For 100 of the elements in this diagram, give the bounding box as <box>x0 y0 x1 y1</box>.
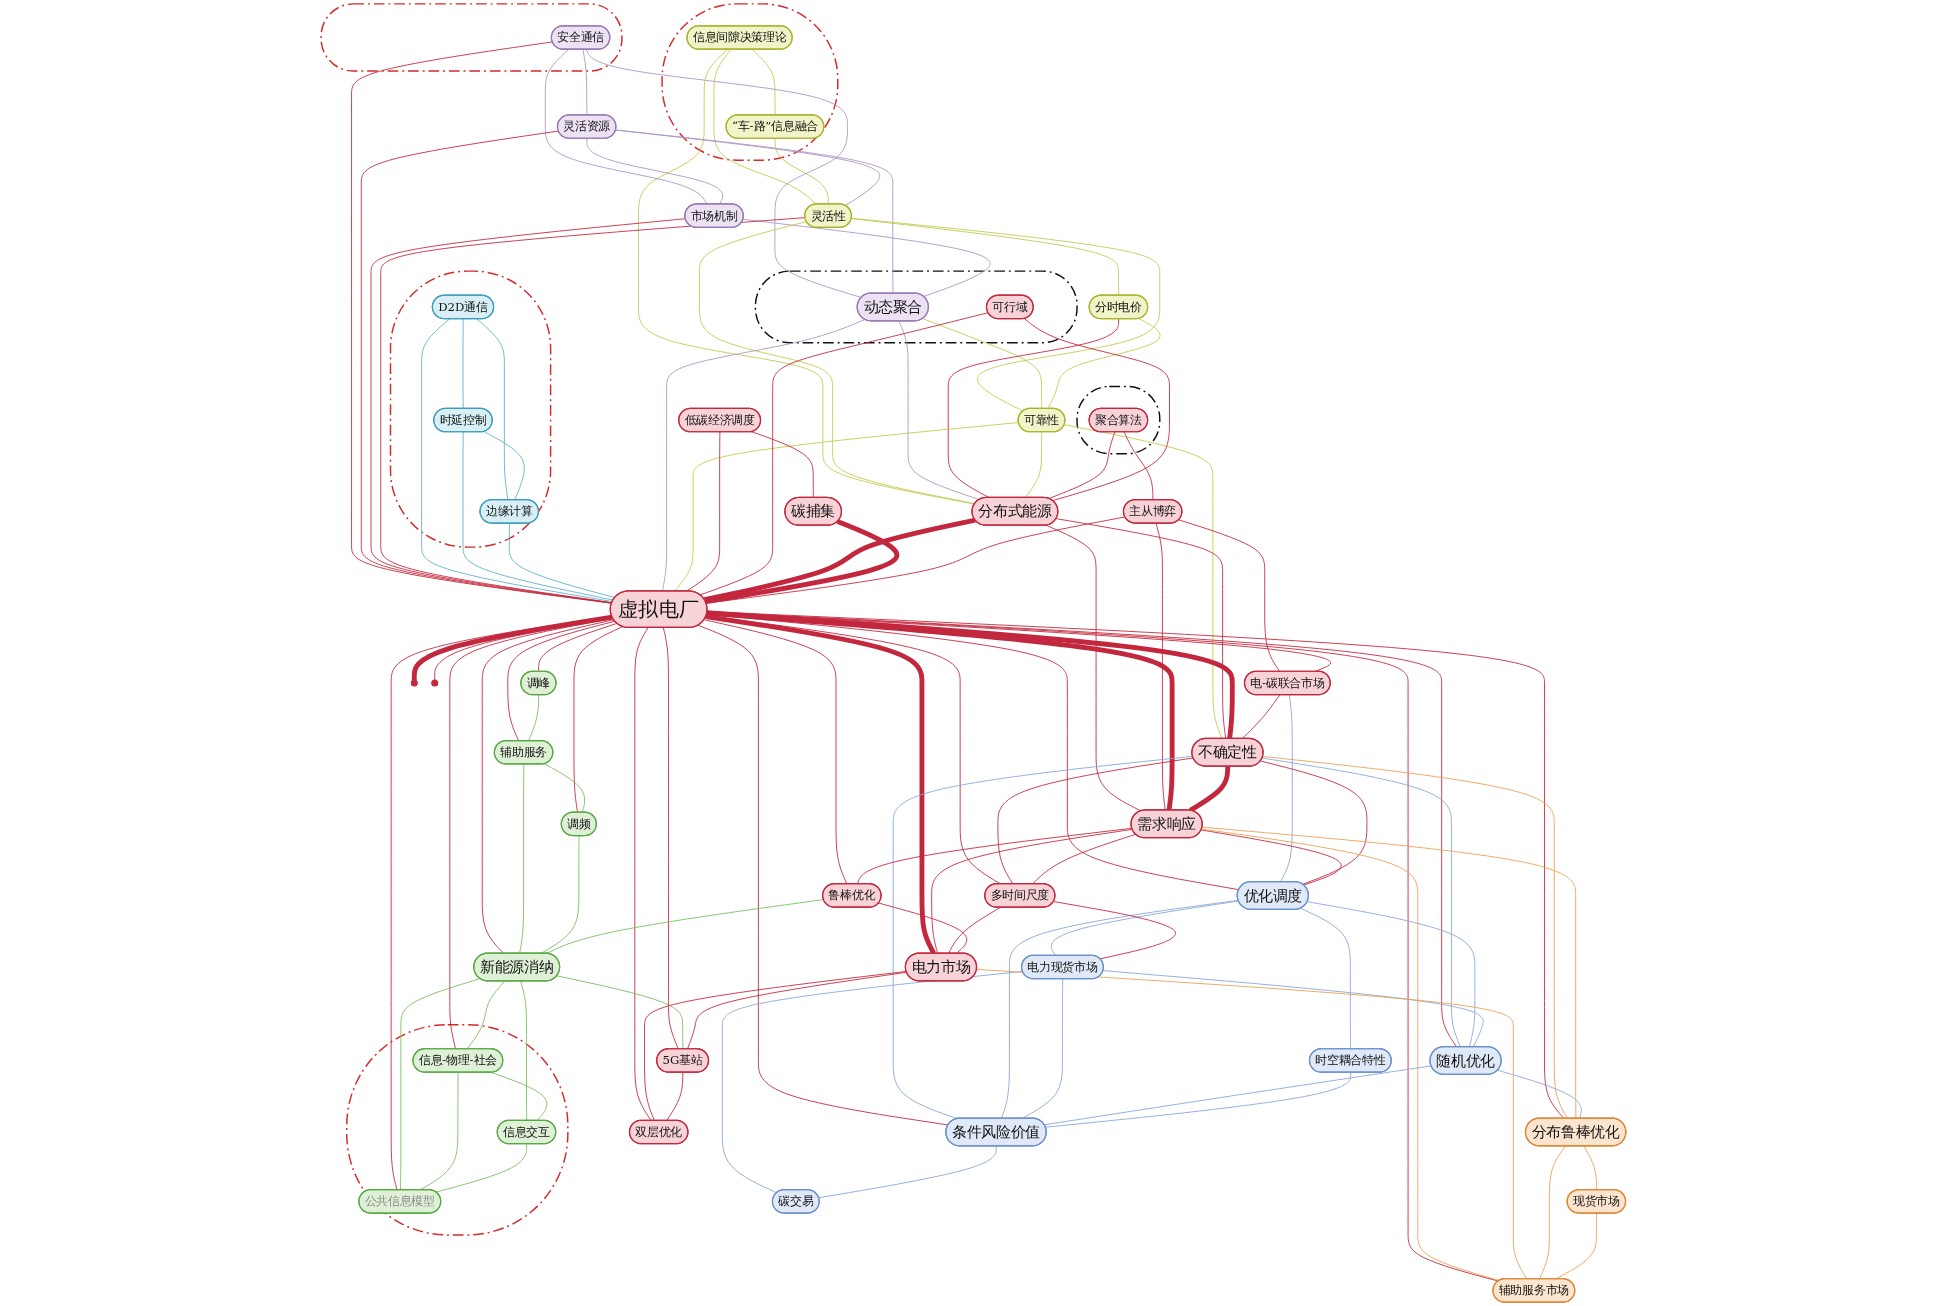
connector <box>706 610 1235 739</box>
connector <box>1043 1065 1432 1126</box>
connector <box>351 41 613 604</box>
connector <box>706 611 1499 1282</box>
connector <box>449 617 614 1050</box>
connector <box>462 318 464 410</box>
connector <box>573 626 624 813</box>
connector <box>466 980 506 1050</box>
connector <box>706 611 1565 1119</box>
connector <box>699 221 976 505</box>
connector <box>1583 1145 1598 1191</box>
connector <box>556 975 684 1050</box>
connector <box>1300 907 1352 1050</box>
connector <box>662 627 679 1050</box>
node-circle <box>431 679 439 687</box>
connector <box>582 48 588 116</box>
connector <box>634 627 652 1121</box>
connector <box>1045 1071 1352 1128</box>
connector <box>400 978 481 1191</box>
connector <box>1055 518 1227 740</box>
connector <box>878 902 968 954</box>
connector <box>703 517 976 603</box>
connector <box>476 318 509 501</box>
connector <box>540 835 580 954</box>
connector <box>1155 522 1166 811</box>
connector <box>1539 1145 1567 1280</box>
connector <box>850 217 1161 412</box>
connector <box>544 48 708 205</box>
connector <box>546 899 824 954</box>
connector <box>360 130 613 604</box>
connector <box>1123 431 1154 501</box>
connector <box>947 318 1120 499</box>
connector <box>931 828 1133 954</box>
cluster <box>1076 385 1161 455</box>
connector <box>462 431 614 601</box>
connector <box>774 138 829 205</box>
connector <box>751 431 814 499</box>
connector <box>892 755 1194 1120</box>
connector <box>370 218 686 604</box>
connector <box>1261 757 1461 1048</box>
connector <box>421 318 613 602</box>
connector <box>1048 431 1116 499</box>
connector <box>1189 766 1231 813</box>
connector <box>686 431 721 592</box>
connector <box>1047 318 1161 410</box>
connector <box>1045 524 1142 812</box>
connector <box>638 48 975 505</box>
connector <box>483 431 525 501</box>
connector <box>818 1145 997 1199</box>
connector <box>697 624 949 1126</box>
connector <box>662 318 866 592</box>
connector <box>1306 901 1476 1048</box>
connector <box>1280 694 1293 883</box>
connector <box>1102 970 1484 1048</box>
cluster <box>346 1023 569 1236</box>
connector <box>1260 760 1368 885</box>
connector <box>1050 900 1239 956</box>
connector <box>435 1143 528 1193</box>
connector <box>1201 828 1500 1281</box>
connector <box>390 616 613 1191</box>
cluster <box>661 3 839 161</box>
cluster <box>754 270 1078 344</box>
connector <box>481 619 615 954</box>
connector <box>898 320 980 500</box>
connector <box>751 48 776 116</box>
connector <box>705 614 936 955</box>
connector <box>1001 899 1239 1119</box>
connector <box>1201 826 1577 1119</box>
connector <box>976 968 1528 1280</box>
connector <box>519 763 525 954</box>
connector <box>1063 424 1223 740</box>
connector <box>1262 755 1569 1119</box>
connector <box>1021 978 1064 1119</box>
connector <box>742 218 991 297</box>
cluster <box>389 270 552 548</box>
connector <box>1241 694 1281 740</box>
connector <box>705 516 1126 604</box>
connector <box>538 622 618 672</box>
connector <box>543 763 586 813</box>
connector <box>1178 519 1281 672</box>
connector <box>666 1071 684 1121</box>
connector <box>507 620 616 742</box>
connector <box>528 694 540 742</box>
connector <box>705 519 900 605</box>
connector <box>997 757 1194 885</box>
connector <box>644 971 907 1121</box>
connector <box>411 614 613 680</box>
connector <box>1023 318 1170 502</box>
connector <box>586 138 724 205</box>
connector <box>520 980 528 1121</box>
connector <box>1200 829 1342 886</box>
connector <box>1031 833 1137 885</box>
connector <box>1497 1069 1582 1119</box>
connector <box>922 318 1043 410</box>
connector <box>615 129 894 294</box>
node-circle <box>410 679 418 687</box>
connector <box>706 611 1457 1048</box>
connector <box>713 48 817 205</box>
cluster <box>320 3 623 72</box>
connector <box>699 312 989 596</box>
